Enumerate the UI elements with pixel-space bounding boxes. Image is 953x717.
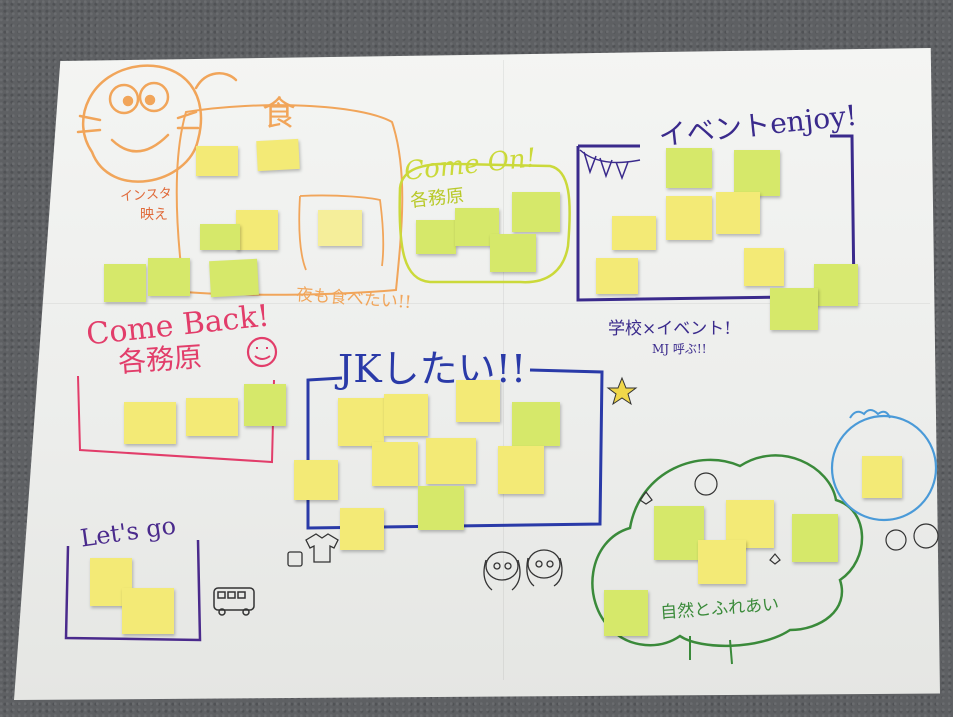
sticky-note <box>294 460 338 500</box>
sticky-note <box>666 148 712 188</box>
school-event-line1: 学校×イベント! <box>608 319 732 339</box>
insta-label-line2: 映え <box>140 207 168 223</box>
paper-crease-horizontal <box>20 303 930 304</box>
sticky-note <box>200 224 240 250</box>
sticky-note <box>734 150 780 196</box>
sticky-note <box>862 456 902 498</box>
sticky-note <box>340 508 384 550</box>
sticky-note <box>196 146 238 176</box>
sticky-note <box>744 248 784 286</box>
sticky-note <box>256 138 300 172</box>
sticky-note <box>814 264 858 306</box>
sticky-note <box>512 402 560 446</box>
sticky-note <box>372 442 418 486</box>
sticky-note <box>490 234 536 272</box>
sticky-note <box>498 446 544 494</box>
sticky-note <box>186 398 238 436</box>
sticky-note <box>104 264 146 302</box>
sticky-note <box>770 288 818 330</box>
sticky-note <box>122 588 174 634</box>
sticky-note <box>384 394 428 436</box>
sticky-note <box>209 258 259 298</box>
school-event-line2: MJ 呼ぶ!! <box>652 342 707 356</box>
sticky-note <box>148 258 190 296</box>
sticky-note <box>416 220 456 254</box>
sticky-note <box>124 402 176 444</box>
food-title: 食 <box>262 94 296 134</box>
sticky-note <box>698 540 746 584</box>
sticky-note <box>604 590 648 636</box>
sticky-note <box>596 258 638 294</box>
sticky-note <box>318 210 362 246</box>
sticky-note <box>512 192 560 232</box>
sticky-note <box>654 506 704 560</box>
insta-label-line1: インスタ <box>119 186 173 205</box>
sticky-note <box>666 196 712 240</box>
sticky-note <box>244 384 286 426</box>
sticky-note <box>426 438 476 484</box>
sticky-note <box>418 486 464 530</box>
sticky-note <box>456 380 500 422</box>
sticky-note <box>716 192 760 234</box>
sticky-note <box>792 514 838 562</box>
sticky-note <box>612 216 656 250</box>
sticky-note <box>236 210 278 250</box>
come-back-title-line2: 各務原 <box>117 340 204 379</box>
sticky-note <box>338 398 384 446</box>
